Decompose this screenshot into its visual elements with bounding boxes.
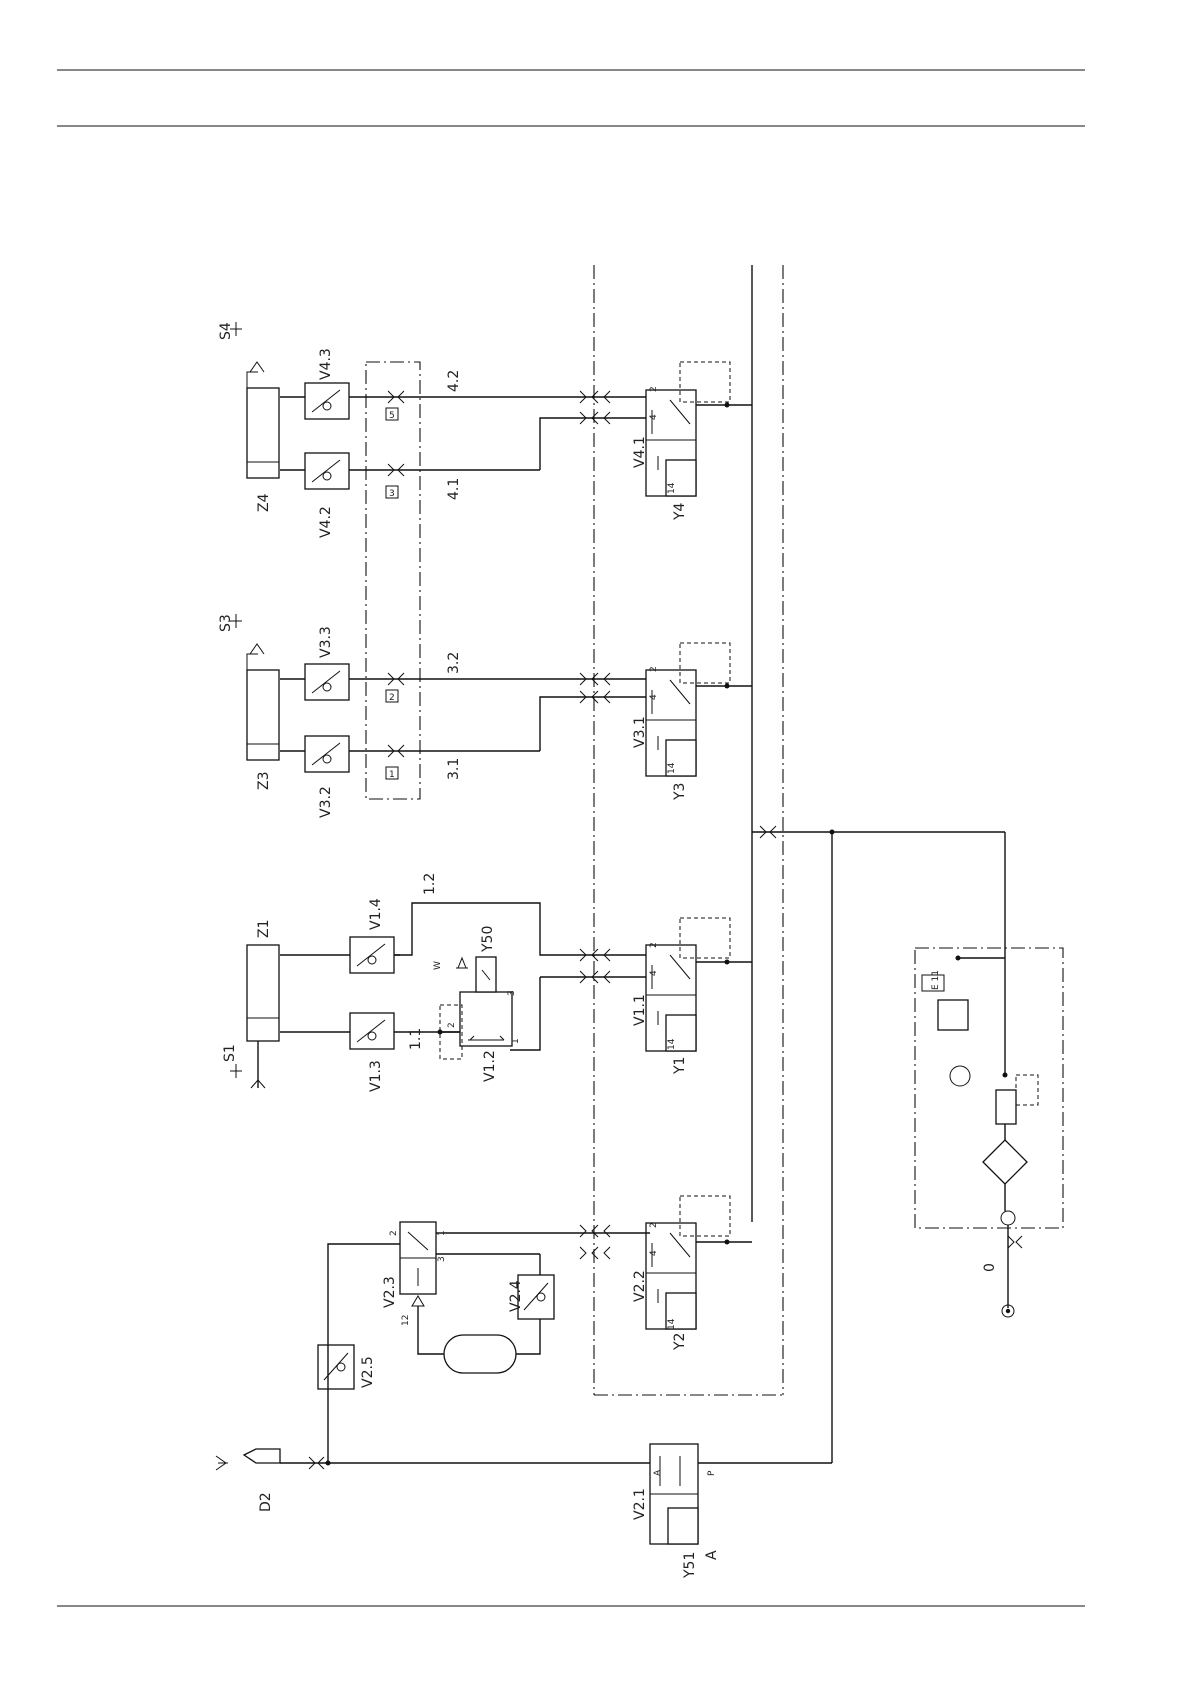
label-1.2: 1.2: [422, 873, 438, 895]
svg-text:2: 2: [649, 666, 659, 672]
label-Y4: Y4: [672, 502, 688, 521]
svg-text:1: 1: [389, 770, 395, 780]
flow-valve-V1.3: [350, 1013, 394, 1049]
label-V4.1: V4.1: [632, 436, 648, 468]
label-V2.2: V2.2: [632, 1270, 648, 1302]
terminal-5: 5: [386, 408, 398, 421]
label-A-cmd: A: [704, 1550, 720, 1560]
valve-V1.1: [646, 918, 730, 1051]
supply-taps: [696, 403, 1005, 1464]
svg-text:1: 1: [511, 1038, 521, 1044]
label-V3.3: V3.3: [318, 626, 334, 658]
label-V2.1: V2.1: [632, 1488, 648, 1520]
label-D2: D2: [258, 1492, 274, 1512]
label-Y51: Y51: [682, 1552, 698, 1579]
svg-text:3: 3: [437, 1256, 447, 1262]
label-V3.1: V3.1: [632, 716, 648, 748]
label-S4: S4: [218, 322, 234, 340]
svg-text:4: 4: [649, 414, 659, 420]
flow-valve-V1.4: [350, 937, 394, 973]
label-3.2: 3.2: [446, 652, 462, 674]
svg-text:2: 2: [649, 1222, 659, 1228]
solenoid-Y50: [476, 957, 496, 992]
terminal-block: 5 3 2 1: [366, 362, 420, 799]
flow-valve-V3.2: [305, 736, 349, 772]
label-Y2: Y2: [672, 1333, 688, 1351]
label-S3: S3: [218, 614, 234, 632]
terminal-1: 1: [386, 767, 398, 780]
svg-text:2: 2: [389, 1230, 399, 1236]
svg-text:14: 14: [667, 1038, 677, 1050]
svg-text:14: 14: [667, 1318, 677, 1330]
page-rules: [57, 70, 1085, 1606]
flow-valve-V4.3: [305, 383, 349, 419]
label-V2.4: V2.4: [508, 1280, 524, 1312]
svg-text:4: 4: [649, 970, 659, 976]
label-V3.2: V3.2: [318, 786, 334, 818]
label-Z1: Z1: [256, 920, 272, 939]
label-V4.2: V4.2: [318, 506, 334, 538]
flow-valve-V3.3: [305, 664, 349, 700]
label-1.1: 1.1: [408, 1028, 424, 1050]
label-V2.5: V2.5: [360, 1356, 376, 1388]
label-Y50: Y50: [480, 926, 496, 953]
valve-V2.2: [646, 1196, 730, 1329]
svg-text:14: 14: [667, 762, 677, 774]
cylinder-Z3: [247, 644, 279, 760]
valve-V2.1: [650, 1444, 832, 1544]
nozzle-D2: [216, 1449, 650, 1470]
label-V2.3: V2.3: [382, 1276, 398, 1308]
label-V1.2: V1.2: [482, 1050, 498, 1082]
label-Y3: Y3: [672, 783, 688, 801]
svg-text:1: 1: [437, 1230, 447, 1236]
label-W: W: [433, 961, 443, 970]
flow-valve-V2.5: [318, 1345, 354, 1389]
valve-V3.1: [646, 643, 730, 776]
svg-text:2: 2: [447, 1022, 457, 1028]
label-V4.3: V4.3: [318, 348, 334, 380]
svg-text:5: 5: [389, 411, 395, 421]
svg-text:2: 2: [389, 693, 395, 703]
label-V1.4: V1.4: [368, 898, 384, 930]
svg-text:3: 3: [389, 489, 395, 499]
valve-V4.1: [646, 362, 730, 496]
service-unit: [915, 948, 1063, 1317]
svg-text:4: 4: [649, 1250, 659, 1256]
flow-valve-V4.2: [305, 453, 349, 489]
port-numbers: 2 4 14 2 4 14 2 4 14 2 4 14 2 1 3 12 2 1…: [389, 386, 677, 1330]
label-0: 0: [982, 1263, 998, 1272]
svg-text:4: 4: [649, 694, 659, 700]
label-V1.1: V1.1: [632, 994, 648, 1026]
label-4.1: 4.1: [446, 478, 462, 500]
svg-text:12: 12: [401, 1315, 411, 1326]
valve-V1.2: [438, 958, 513, 1059]
label-V1.3: V1.3: [368, 1060, 384, 1092]
label-3.1: 3.1: [446, 758, 462, 780]
svg-text:2: 2: [649, 386, 659, 392]
label-Z3: Z3: [256, 772, 272, 791]
svg-text:2: 2: [649, 942, 659, 948]
label-A-port: A: [653, 1469, 663, 1476]
cylinder-Z1: [247, 945, 279, 1088]
label-P-port: P: [707, 1470, 717, 1476]
label-Z4: Z4: [256, 493, 272, 512]
sensor-S1: [230, 1064, 242, 1078]
svg-text:14: 14: [667, 482, 677, 494]
label-4.2: 4.2: [446, 370, 462, 392]
working-lines: [280, 397, 670, 1050]
terminal-2: 2: [386, 690, 398, 703]
label-S1: S1: [222, 1044, 238, 1062]
terminal-3: 3: [386, 486, 398, 499]
label-E11: E 11: [931, 970, 941, 990]
cylinder-Z4: [247, 362, 279, 478]
svg-text:3: 3: [507, 990, 517, 996]
label-Y1: Y1: [672, 1057, 688, 1075]
